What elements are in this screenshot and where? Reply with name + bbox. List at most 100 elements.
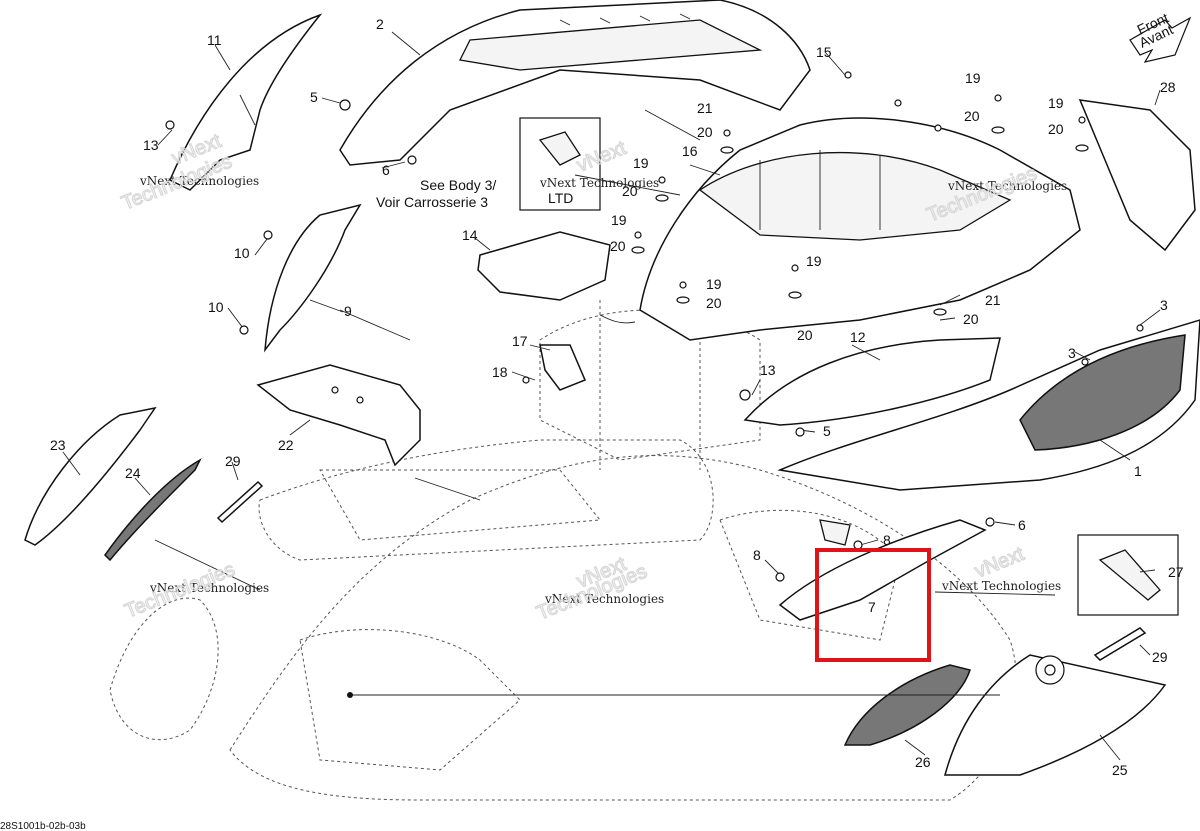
callout-10: 10 xyxy=(208,299,224,315)
callout-5: 5 xyxy=(310,89,318,105)
callout-24: 24 xyxy=(125,465,141,481)
screw-icon xyxy=(791,264,799,272)
callout-20: 20 xyxy=(697,124,713,140)
watermark-text: vNext Technologies xyxy=(539,176,659,190)
washer-icon xyxy=(655,194,669,202)
screw-icon xyxy=(679,281,687,289)
screw-icon xyxy=(239,325,249,335)
diagram-code: 28S1001b-02b-03b xyxy=(0,821,86,831)
callout-12: 12 xyxy=(850,329,866,345)
screw-icon xyxy=(844,71,852,79)
callout-3: 3 xyxy=(1068,345,1076,361)
callout-19: 19 xyxy=(706,276,722,292)
screw-icon xyxy=(795,427,805,437)
watermark-text: vNext Technologies xyxy=(941,579,1061,593)
part-14-seal xyxy=(477,231,611,301)
callout-22: 22 xyxy=(278,437,294,453)
washer-icon xyxy=(676,296,690,304)
callout-2: 2 xyxy=(376,16,384,32)
callout-15: 15 xyxy=(816,44,832,60)
callout-25: 25 xyxy=(1112,762,1128,778)
callout-8: 8 xyxy=(753,547,761,563)
callout-9: 9 xyxy=(344,303,352,319)
callout-13: 13 xyxy=(760,362,776,378)
front-arrow-icon: Front Avant xyxy=(1129,9,1192,63)
see-body-note-line1: See Body 3/ xyxy=(420,177,496,193)
callout-21: 21 xyxy=(985,292,1001,308)
callout-19: 19 xyxy=(611,212,627,228)
callout-13: 13 xyxy=(143,137,159,153)
screw-icon xyxy=(985,517,995,527)
callout-20: 20 xyxy=(610,238,626,254)
watermark-text: vNext Technologies xyxy=(544,592,664,606)
washer-icon xyxy=(1075,144,1089,152)
callout-26: 26 xyxy=(915,754,931,770)
part-24-trim xyxy=(104,458,202,562)
ltd-label: LTD xyxy=(548,190,573,206)
washer-icon xyxy=(991,126,1005,134)
screw-icon xyxy=(723,129,731,137)
washer-icon xyxy=(933,308,947,316)
callout-19: 19 xyxy=(965,70,981,86)
callout-29: 29 xyxy=(225,453,241,469)
callout-17: 17 xyxy=(512,333,528,349)
callout-20: 20 xyxy=(1048,121,1064,137)
watermark-text: vNext Technologies xyxy=(139,174,259,188)
part-11-side-panel xyxy=(169,13,323,191)
callout-3: 3 xyxy=(1160,297,1168,313)
part-27-inset-box xyxy=(1077,534,1179,616)
screw-icon xyxy=(339,99,351,111)
screw-icon xyxy=(894,99,902,107)
part-12-side-trim xyxy=(743,337,1001,426)
part-7-highlight-box xyxy=(815,548,931,662)
callout-1: 1 xyxy=(1134,463,1142,479)
screw-icon xyxy=(775,572,785,582)
callout-numbers: 1 2 3 3 5 5 6 6 7 8 8 9 10 10 11 12 13 1… xyxy=(50,16,1184,778)
watermark-text: vNext xyxy=(972,543,1028,583)
part-17-bracket xyxy=(539,344,586,391)
watermark-text: vNext Technologies xyxy=(149,581,269,595)
ltd-inset-box xyxy=(519,117,601,211)
screw-icon xyxy=(853,540,863,550)
part-7-panel xyxy=(778,519,987,621)
callout-23: 23 xyxy=(50,437,66,453)
callout-19: 19 xyxy=(1048,95,1064,111)
fasteners xyxy=(165,71,1144,582)
callout-10: 10 xyxy=(234,245,250,261)
screw-icon xyxy=(1081,358,1089,366)
screw-icon xyxy=(522,376,530,384)
callout-8: 8 xyxy=(883,532,891,548)
screw-icon xyxy=(934,124,942,132)
part-25-vent-housing xyxy=(944,654,1167,776)
callout-21: 21 xyxy=(697,100,713,116)
callout-20: 20 xyxy=(797,327,813,343)
screw-icon xyxy=(407,155,417,165)
screw-icon xyxy=(658,176,666,184)
screw-icon xyxy=(1136,324,1144,332)
callout-5: 5 xyxy=(823,423,831,439)
washer-icon xyxy=(788,291,802,299)
callout-19: 19 xyxy=(806,253,822,269)
callout-14: 14 xyxy=(462,227,478,243)
part-1-front-panel xyxy=(777,319,1200,491)
callout-16: 16 xyxy=(682,143,698,159)
callout-20: 20 xyxy=(622,183,638,199)
watermark-text: vNext Technologies xyxy=(947,179,1067,193)
callout-20: 20 xyxy=(964,108,980,124)
part-22-plate xyxy=(256,364,421,467)
screw-icon xyxy=(1078,116,1086,124)
callout-11: 11 xyxy=(207,32,222,48)
callout-18: 18 xyxy=(492,364,508,380)
see-body-note-line2: Voir Carrosserie 3 xyxy=(376,194,488,210)
screw-icon xyxy=(739,389,751,401)
callout-20: 20 xyxy=(963,311,979,327)
leader-lines xyxy=(62,31,1161,761)
callout-19: 19 xyxy=(633,155,649,171)
screw-icon xyxy=(165,120,175,130)
part-26-mesh-vent xyxy=(843,664,971,746)
screw-icon xyxy=(634,231,642,239)
callout-6: 6 xyxy=(1018,517,1026,533)
part-9-panel xyxy=(264,203,362,353)
part-28-side-piece xyxy=(1078,99,1196,252)
